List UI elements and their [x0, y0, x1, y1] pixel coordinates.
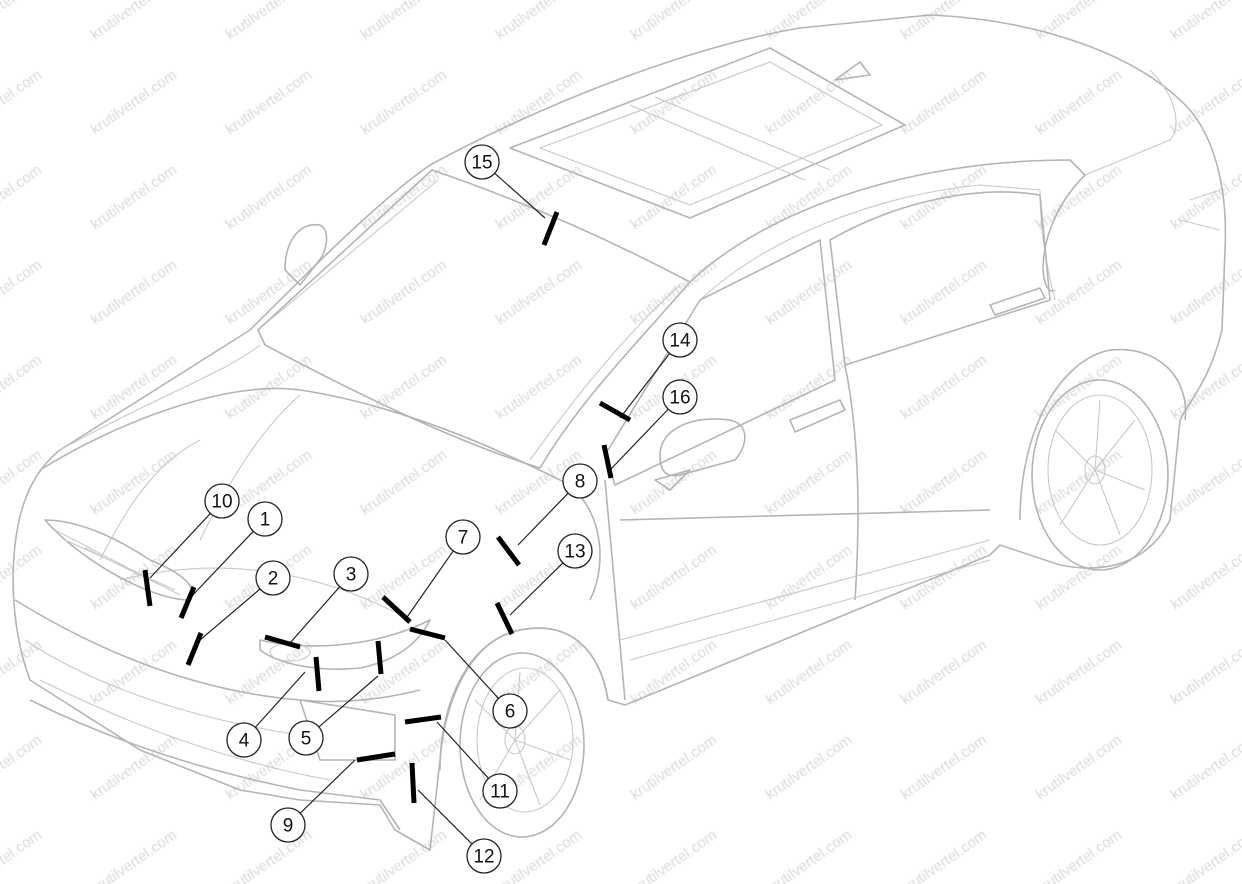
leader-line [318, 675, 379, 728]
location-mark [313, 656, 322, 692]
location-mark [598, 400, 632, 423]
callout-circle [204, 483, 240, 519]
leader-line [509, 562, 564, 616]
leader-line [254, 671, 306, 728]
callout-number: 2 [268, 569, 279, 590]
callout-12: 12 [409, 762, 502, 874]
leader-line [609, 408, 669, 471]
leader-line [199, 588, 261, 641]
body-silhouette [12, 14, 1227, 851]
rear-wheel [1031, 379, 1169, 571]
callout-circle [445, 519, 481, 555]
callout-circle [482, 773, 518, 809]
location-mark [494, 601, 515, 636]
location-mark [264, 634, 301, 650]
callout-3: 3 [264, 556, 369, 650]
location-mark [142, 569, 153, 607]
callout-number: 6 [505, 702, 516, 723]
callout-14: 14 [598, 322, 698, 423]
car-outline [12, 14, 1227, 851]
leader-line [289, 586, 341, 644]
callout-number: 10 [211, 492, 232, 513]
callout-circle [247, 501, 283, 537]
leader-line [189, 530, 254, 599]
callout-8: 8 [496, 463, 598, 567]
callout-11: 11 [404, 714, 518, 809]
callout-4: 4 [226, 656, 322, 758]
callout-number: 7 [458, 528, 469, 549]
leader-line [299, 759, 356, 814]
callout-number: 14 [669, 331, 691, 352]
callout-number: 11 [490, 782, 510, 803]
leader-line [149, 513, 211, 579]
leader-line [517, 492, 569, 546]
antenna [834, 61, 871, 81]
door-handle [989, 287, 1046, 316]
callout-circle [226, 722, 262, 758]
callout-5: 5 [288, 640, 384, 756]
callout-16: 16 [601, 379, 698, 479]
callout-number: 8 [575, 472, 586, 493]
location-mark [409, 626, 446, 641]
location-mark [178, 586, 197, 619]
leader-line [494, 172, 546, 219]
callout-circle [333, 556, 369, 592]
callout-circle [662, 322, 698, 358]
callout-circle [562, 463, 598, 499]
callout-circle [464, 144, 500, 180]
callout-circle [466, 838, 502, 874]
leader-line [404, 550, 454, 621]
location-mark [409, 762, 417, 804]
headlight [259, 619, 431, 670]
callout-15: 15 [464, 144, 560, 246]
location-mark [375, 640, 384, 675]
callout-6: 6 [409, 626, 528, 729]
left-mirror [284, 223, 328, 286]
callout-circle [288, 720, 324, 756]
callout-circle [492, 693, 528, 729]
callout-13: 13 [494, 533, 593, 636]
callout-number: 1 [260, 510, 271, 531]
location-mark [404, 714, 442, 725]
front-wheel [459, 652, 585, 838]
callout-circle [662, 379, 698, 415]
leader-line [417, 789, 473, 845]
callout-number: 12 [473, 847, 494, 868]
callout-10: 10 [142, 483, 240, 607]
callout-number: 5 [301, 729, 312, 750]
leader-line [436, 721, 489, 779]
grille [44, 519, 193, 601]
callout-1: 1 [178, 501, 283, 619]
sunroof [509, 47, 906, 219]
leader-line [444, 639, 499, 699]
callout-number: 3 [346, 565, 357, 586]
callout-number: 9 [283, 816, 294, 837]
callout-9: 9 [270, 751, 396, 843]
callout-number: 15 [471, 153, 492, 174]
callout-number: 13 [564, 542, 585, 563]
callout-number: 16 [669, 388, 690, 409]
location-mark [601, 444, 614, 479]
location-mark [356, 751, 396, 763]
callout-number: 4 [239, 731, 250, 752]
callout-7: 7 [381, 519, 481, 624]
callout-circle [255, 560, 291, 596]
location-mark [381, 595, 412, 624]
location-mark [496, 535, 521, 567]
leader-line [619, 353, 671, 419]
right-mirror [654, 418, 746, 491]
location-mark [185, 632, 204, 666]
location-mark [541, 211, 560, 246]
callout-circle [557, 533, 593, 569]
callout-2: 2 [185, 560, 291, 666]
callout-circle [270, 807, 306, 843]
door-handle [789, 399, 846, 433]
